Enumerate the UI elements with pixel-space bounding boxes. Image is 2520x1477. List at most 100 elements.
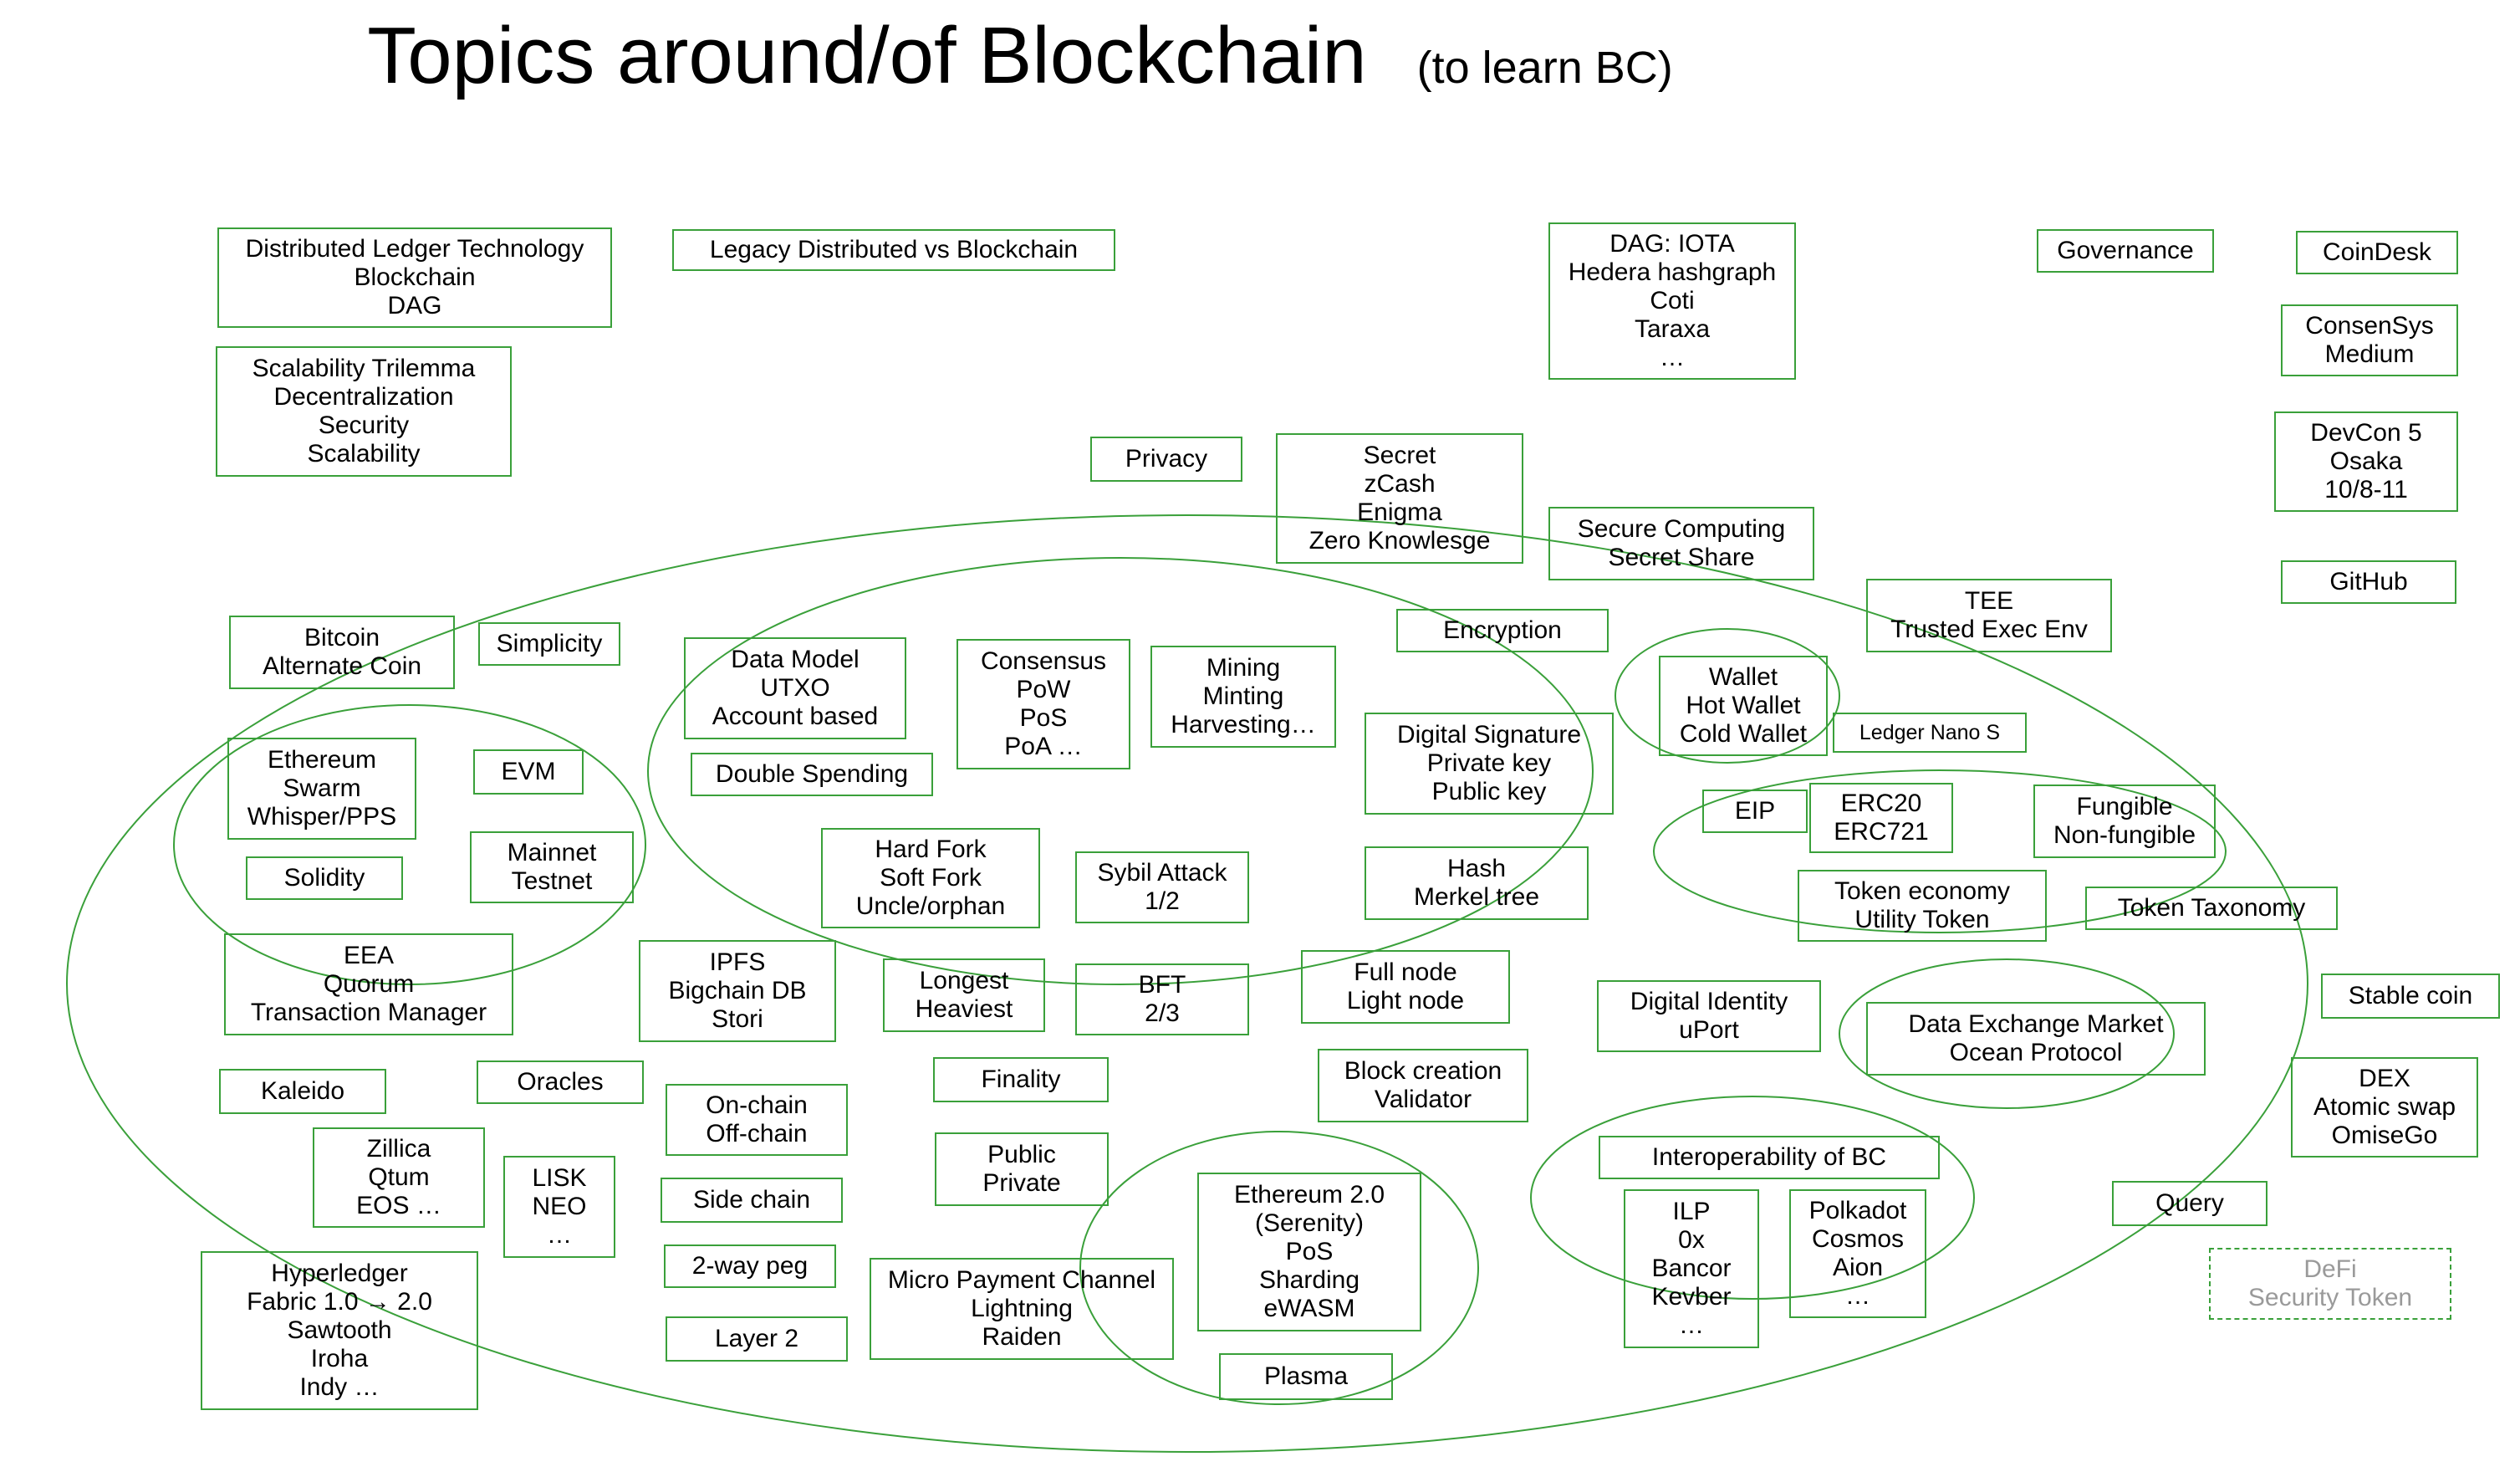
topic-line: LISK [532, 1164, 587, 1192]
topic-line: (Serenity) [1254, 1209, 1365, 1237]
topic-line: Digital Signature [1396, 721, 1582, 749]
topic-digital-identity: Digital Identity uPort [1597, 980, 1821, 1052]
topic-line: Harvesting… [1171, 711, 1316, 738]
topic-line: Taraxa [1634, 315, 1711, 343]
topic-defi: DeFi Security Token [2209, 1248, 2451, 1320]
topic-token-taxonomy: Token Taxonomy [2085, 887, 2338, 930]
topic-micro-payment: Micro Payment Channel Lightning Raiden [870, 1258, 1174, 1360]
topic-line: Hot Wallet [1686, 692, 1801, 719]
topic-double-spending: Double Spending [691, 753, 933, 796]
topic-line: eWASM [1263, 1295, 1355, 1322]
topic-token-economy: Token economy Utility Token [1798, 870, 2047, 942]
topic-line: Encryption [1443, 616, 1562, 644]
topic-line: … [1660, 344, 1685, 371]
topic-line: Sybil Attack [1097, 859, 1227, 887]
topic-line: Kaleido [260, 1077, 345, 1105]
topic-line: Governance [2057, 237, 2194, 264]
topic-evm: EVM [473, 749, 584, 795]
topic-line: Full node [1354, 958, 1457, 986]
topic-line: Osaka [2329, 447, 2403, 475]
topic-layer-2: Layer 2 [666, 1316, 848, 1362]
topic-line: Interoperability of BC [1651, 1143, 1887, 1171]
topic-simplicity: Simplicity [478, 622, 620, 666]
topic-line: Side chain [692, 1186, 811, 1214]
topic-devcon: DevCon 5 Osaka 10/8-11 [2274, 411, 2458, 512]
topic-line: 10/8-11 [2324, 476, 2408, 503]
topic-line: Hash [1446, 855, 1507, 882]
topic-line: Qtum [368, 1163, 430, 1191]
topic-line: EVM [501, 758, 556, 785]
topic-line: Uncle/orphan [855, 892, 1006, 920]
diagram-title-main: Topics around/of Blockchain [367, 11, 1367, 100]
topic-line: 2/3 [1145, 999, 1180, 1027]
topic-line: … [547, 1221, 572, 1249]
topic-line: Kevber [1651, 1283, 1732, 1311]
topic-kaleido: Kaleido [219, 1069, 386, 1114]
topic-line: Public [987, 1141, 1056, 1168]
topic-line: Hyperledger [271, 1260, 408, 1287]
topic-line: … [1679, 1311, 1704, 1339]
topic-encryption: Encryption [1396, 609, 1609, 652]
topic-line: Indy … [299, 1373, 380, 1401]
topic-ilp: ILP 0x Bancor Kevber … [1624, 1189, 1759, 1348]
topic-line: PoS [1019, 704, 1068, 732]
topic-line: NEO [532, 1193, 587, 1220]
topic-line: Ledger Nano S [1859, 721, 2001, 744]
topic-line: 1/2 [1145, 887, 1180, 915]
topic-secure-computing: Secure Computing Secret Share [1548, 507, 1814, 580]
topic-dag-iota: DAG: IOTA Hedera hashgraph Coti Taraxa … [1548, 222, 1796, 380]
topic-full-node: Full node Light node [1301, 950, 1510, 1024]
topic-erc: ERC20 ERC721 [1809, 783, 1953, 853]
topic-line: Zillica [366, 1135, 431, 1163]
topic-line: Swarm [283, 774, 361, 802]
topic-legacy-distributed: Legacy Distributed vs Blockchain [672, 229, 1115, 271]
topic-line: Scalability [307, 440, 421, 468]
topic-line: Aion [1832, 1254, 1884, 1281]
topic-line: Non-fungible [2053, 821, 2196, 849]
topic-ledger-nano: Ledger Nano S [1833, 713, 2027, 753]
topic-line: Private key [1426, 749, 1552, 777]
topic-line: Token economy [1834, 877, 2011, 905]
topic-line: Heaviest [915, 995, 1013, 1023]
topic-line: Medium [2324, 340, 2415, 368]
topic-line: Longest [919, 967, 1009, 994]
topic-line: Double Spending [715, 760, 909, 788]
topic-line: Off-chain [706, 1120, 808, 1147]
topic-line: Whisper/PPS [247, 803, 397, 830]
topic-line: Utility Token [1854, 906, 1990, 933]
diagram-title: Topics around/of Blockchain(to learn BC) [0, 10, 2040, 102]
topic-query: Query [2112, 1181, 2267, 1226]
topic-line: Enigma [1357, 498, 1442, 526]
topic-line: BFT [1138, 971, 1186, 999]
topic-two-way-peg: 2-way peg [664, 1244, 836, 1288]
topic-governance: Governance [2037, 229, 2214, 273]
topic-line: CoinDesk [2322, 238, 2432, 266]
topic-line: Fungible [2076, 793, 2173, 820]
topic-line: Decentralization [273, 383, 454, 411]
topic-line: EEA [343, 942, 395, 969]
topic-line: Plasma [1263, 1362, 1349, 1390]
topic-line: Secret [1363, 442, 1436, 469]
topic-sybil-attack: Sybil Attack 1/2 [1075, 851, 1249, 923]
topic-hash: Hash Merkel tree [1365, 846, 1589, 920]
topic-line: Secret Share [1608, 544, 1755, 571]
topic-line: Distributed Ledger Technology [245, 235, 584, 263]
topic-line: Atomic swap [2313, 1093, 2456, 1121]
topic-polkadot: Polkadot Cosmos Aion … [1789, 1189, 1926, 1318]
topic-line: Finality [981, 1066, 1061, 1093]
topic-line: 0x [1678, 1226, 1705, 1254]
topic-hyperledger: Hyperledger Fabric 1.0 → 2.0 Sawtooth Ir… [201, 1251, 478, 1410]
topic-line: Security [318, 411, 410, 439]
topic-line: On-chain [706, 1091, 808, 1119]
topic-ethereum: Ethereum Swarm Whisper/PPS [227, 738, 416, 840]
topic-mainnet: Mainnet Testnet [470, 831, 634, 903]
topic-side-chain: Side chain [661, 1178, 843, 1223]
topic-line: DAG [387, 292, 442, 319]
topic-solidity: Solidity [246, 856, 403, 900]
topic-public-private: Public Private [935, 1132, 1109, 1206]
topic-line: PoA … [1004, 733, 1083, 760]
topic-line: Blockchain [354, 263, 476, 291]
topic-distributed-ledger: Distributed Ledger Technology Blockchain… [217, 227, 612, 328]
topic-line: ERC20 [1840, 790, 1922, 817]
topic-line: Public key [1431, 778, 1547, 805]
